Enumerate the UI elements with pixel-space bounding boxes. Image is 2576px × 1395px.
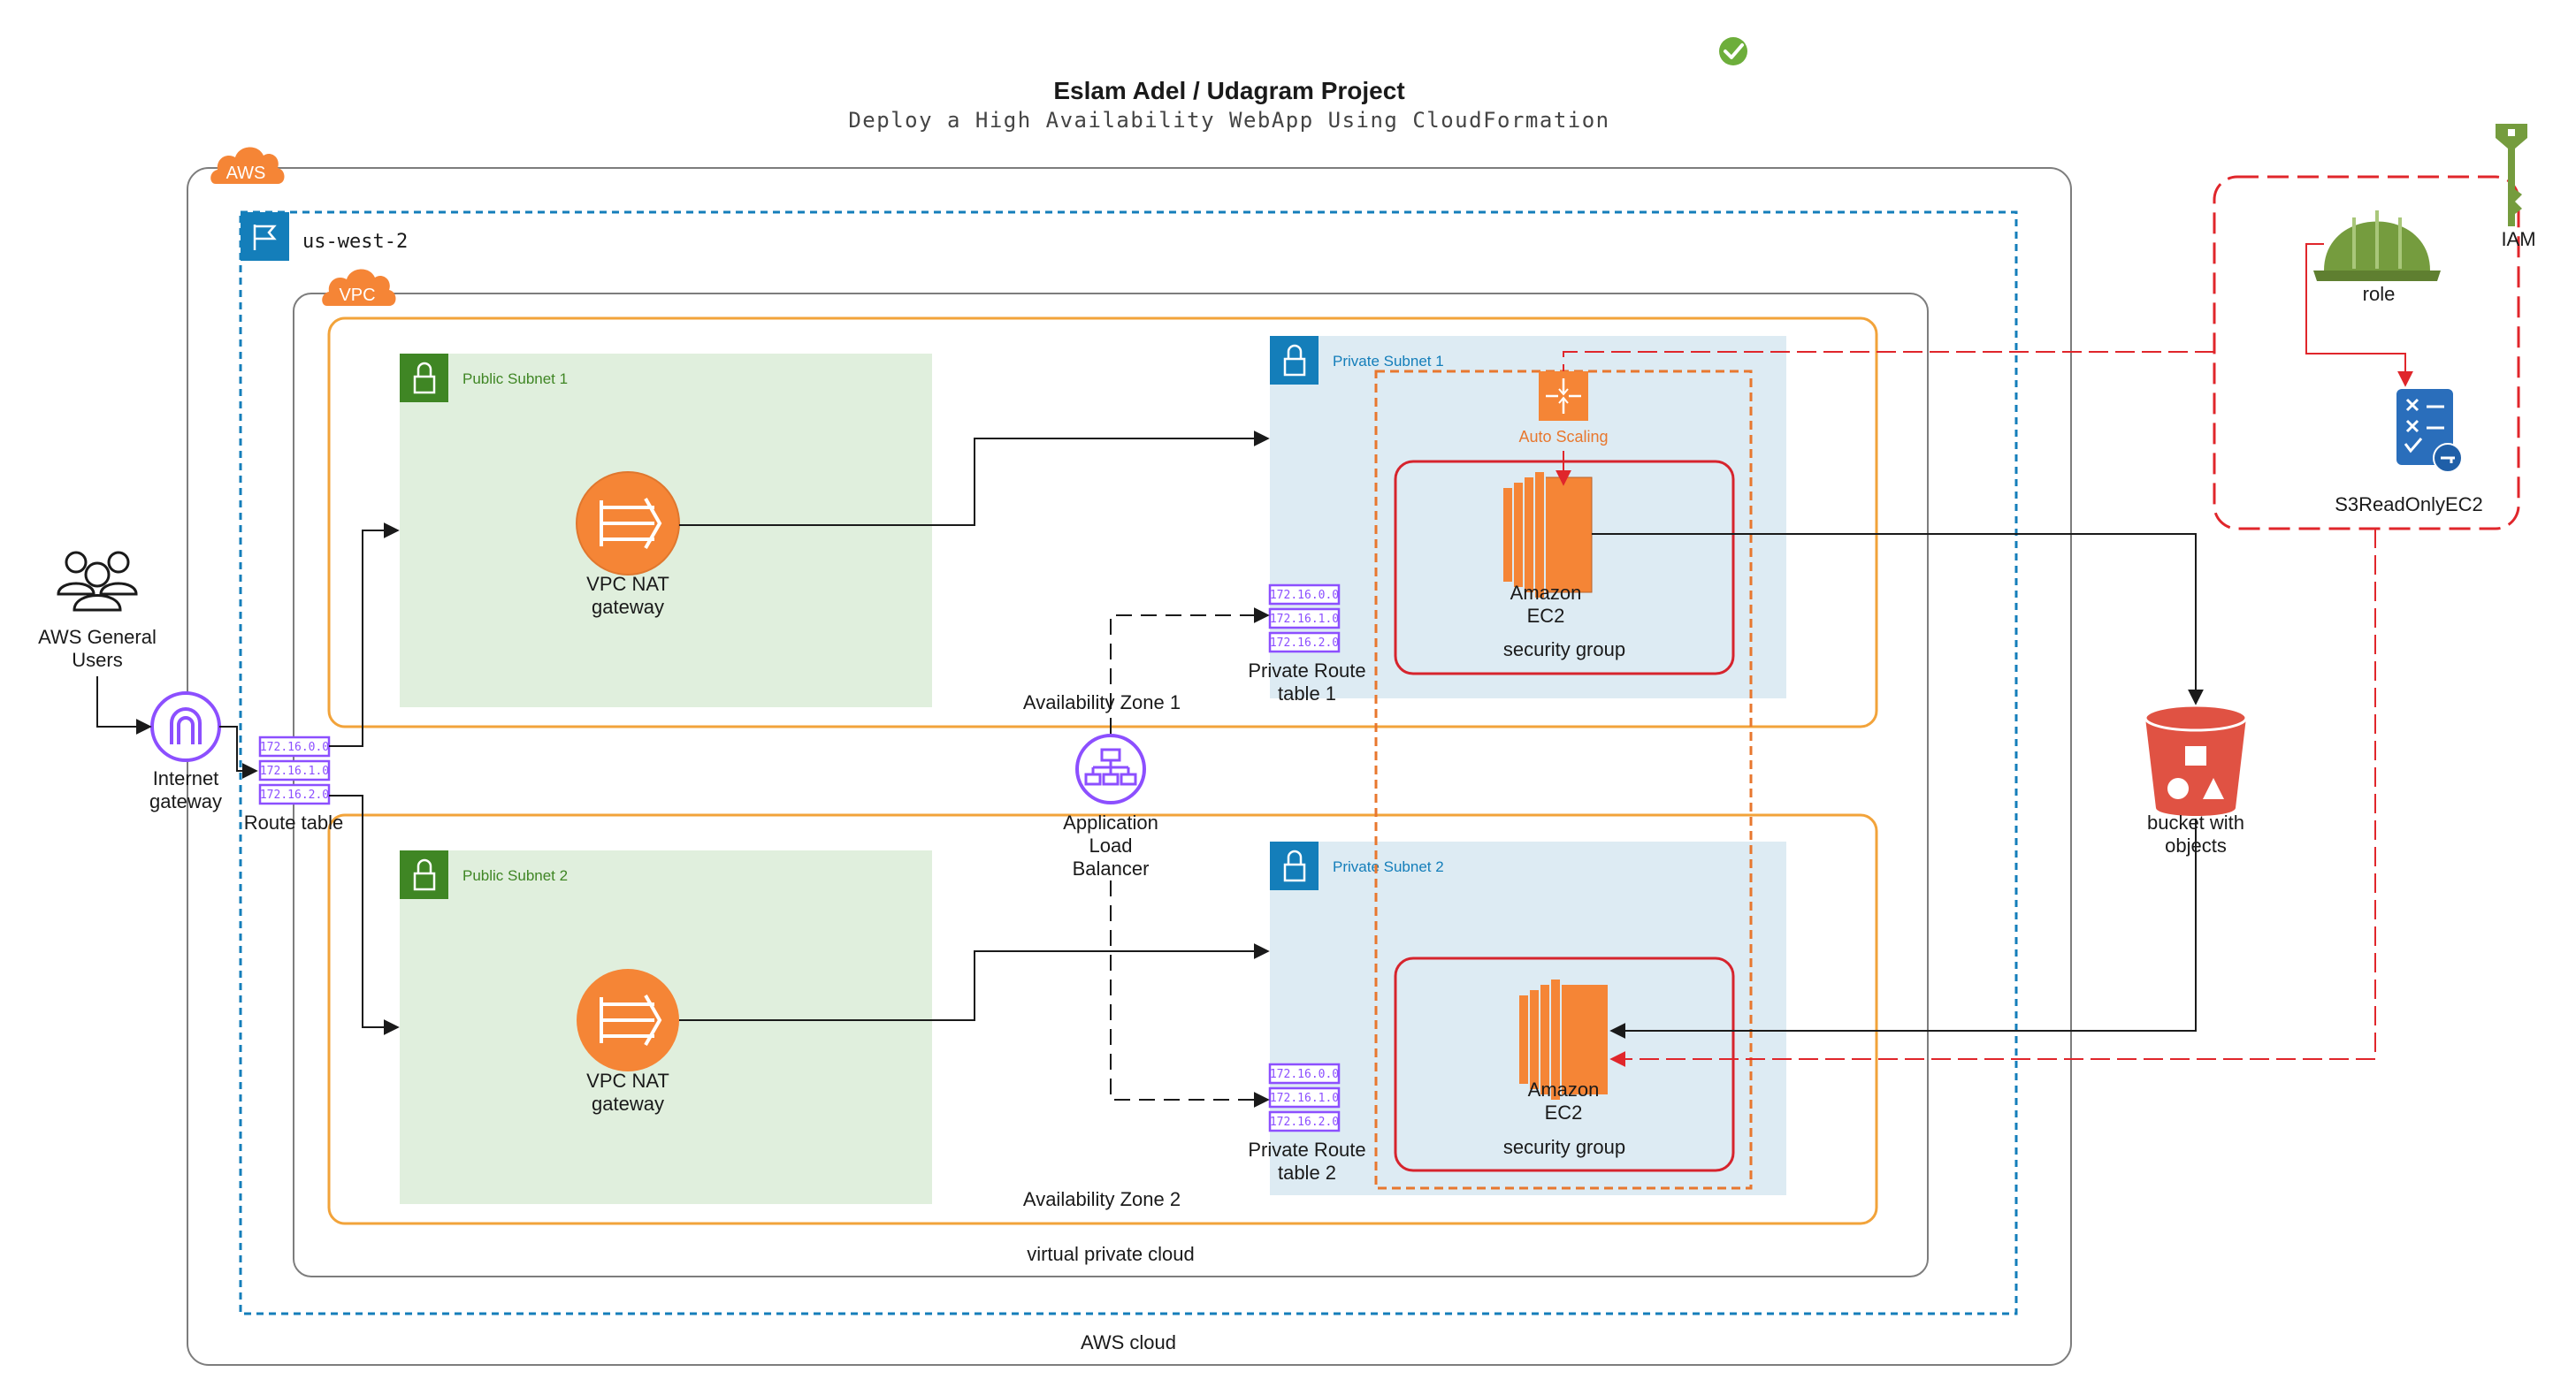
load-balancer-icon: [1075, 734, 1146, 804]
route-entry-box: [1268, 631, 1341, 653]
edge-iam-autoscaling: [1563, 351, 2214, 371]
vpc-badge: VPC: [322, 269, 396, 306]
route-table-icon: 172.16.0.0 172.16.1.0 172.16.2.0: [1268, 583, 1341, 653]
region-label: us-west-2: [302, 231, 408, 253]
edge-alb-privatert1: [1110, 607, 1270, 734]
igw-label-line1: Internet: [153, 767, 219, 789]
auto-scaling-icon: [1539, 371, 1588, 421]
route-entry-box: [258, 783, 331, 805]
edge-igw-routetable: [219, 726, 258, 779]
route-table-icon: 172.16.0.0 172.16.1.0 172.16.2.0: [258, 736, 331, 805]
security-group-2-label: security group: [1503, 1136, 1625, 1158]
az2-label: Availability Zone 2: [1023, 1188, 1181, 1210]
svg-text:VPC: VPC: [339, 286, 375, 305]
page-subtitle: Deploy a High Availability WebApp Using …: [848, 108, 1609, 133]
alb-label-line2: Load: [1089, 835, 1133, 857]
alb-label-line3: Balancer: [1073, 858, 1150, 880]
check-icon: [1719, 37, 1747, 65]
security-group-1-label: security group: [1503, 638, 1625, 660]
availability-zone-2: [327, 813, 1878, 1225]
edge-nat1-private1: [679, 431, 1270, 526]
route-entry: 172.16.0.0: [1270, 589, 1339, 602]
page-title: Eslam Adel / Udagram Project: [1053, 77, 1404, 104]
region-flag-icon: [241, 212, 289, 261]
route-entry: 172.16.1.0: [260, 765, 329, 778]
route-entry: 172.16.1.0: [1270, 1092, 1339, 1105]
auto-scaling-label: Auto Scaling: [1518, 428, 1608, 446]
edge-alb-privatert2: [1110, 880, 1270, 1108]
private-rt1-label-line2: table 1: [1278, 682, 1336, 705]
route-entry: 172.16.1.0: [1270, 613, 1339, 626]
private-subnet-1-label: Private Subnet 1: [1333, 353, 1444, 370]
private-subnet-2-label: Private Subnet 2: [1333, 858, 1444, 875]
public-subnet-2-label: Public Subnet 2: [462, 867, 568, 884]
private-rt2-label-line1: Private Route: [1248, 1139, 1365, 1161]
role-label: role: [2363, 283, 2396, 305]
iam-role-icon: [2313, 210, 2441, 281]
igw-label-line2: gateway: [149, 790, 222, 812]
edge-users-igw: [96, 676, 152, 735]
ec2-2-label-line2: EC2: [1545, 1102, 1583, 1124]
policy-label: S3ReadOnlyEC2: [2335, 493, 2483, 515]
route-entry-box: [1268, 1063, 1341, 1085]
nat2-label-line1: VPC NAT: [586, 1070, 669, 1092]
edge-rt-public1: [329, 522, 400, 747]
aws-cloud-container: [187, 167, 2072, 1366]
nat1-label-line2: gateway: [592, 596, 664, 618]
edge-ec2-1-s3: [1592, 533, 2204, 705]
nat2-label-line2: gateway: [592, 1093, 664, 1115]
iam-key-icon: [2496, 124, 2527, 226]
nat-gateway-icon: [577, 969, 679, 1071]
lock-icon: [1270, 336, 1319, 385]
nat-gateway-icon: [576, 471, 680, 576]
route-entry: 172.16.2.0: [1270, 1116, 1339, 1129]
route-entry-box: [1268, 1086, 1341, 1109]
lock-icon: [1270, 842, 1319, 890]
edge-rt-public2: [329, 795, 400, 1035]
s3-bucket-icon: [2144, 704, 2248, 816]
iam-policy-icon: [2396, 389, 2463, 473]
users-label-line2: Users: [72, 649, 122, 671]
route-entry-box: [1268, 607, 1341, 629]
ec2-icon: [1503, 472, 1593, 598]
lock-icon: [400, 850, 448, 899]
alb-label-line1: Application: [1063, 812, 1158, 834]
route-entry-box: [258, 759, 331, 781]
iam-label: IAM: [2501, 228, 2535, 250]
svg-text:AWS: AWS: [226, 164, 266, 183]
region-container: [239, 210, 2018, 1315]
users-icon: [57, 551, 138, 612]
security-group-2: [1394, 957, 1735, 1172]
private-rt2-label-line2: table 2: [1278, 1162, 1336, 1184]
aws-cloud-badge: AWS: [210, 147, 285, 184]
aws-cloud-label: AWS cloud: [1081, 1331, 1176, 1353]
ec2-2-label-line1: Amazon: [1528, 1079, 1600, 1101]
lock-icon: [400, 354, 448, 402]
ec2-1-label-line1: Amazon: [1510, 582, 1582, 604]
nat1-label-line1: VPC NAT: [586, 573, 669, 595]
az1-label: Availability Zone 1: [1023, 691, 1181, 713]
route-entry: 172.16.2.0: [260, 789, 329, 802]
ec2-1-label-line2: EC2: [1527, 605, 1565, 627]
ec2-icon: [1519, 980, 1608, 1100]
public-subnet-1-label: Public Subnet 1: [462, 370, 568, 387]
edge-nat2-private2: [679, 943, 1270, 1021]
route-table-icon: 172.16.0.0 172.16.1.0 172.16.2.0: [1268, 1063, 1341, 1132]
route-entry-box: [1268, 583, 1341, 606]
availability-zone-1: [327, 316, 1878, 728]
private-rt1-label-line1: Private Route: [1248, 659, 1365, 682]
vpc-label: virtual private cloud: [1027, 1243, 1195, 1265]
route-entry-box: [1268, 1110, 1341, 1132]
users-label-line1: AWS General: [38, 626, 157, 648]
edge-role-policy: [2305, 243, 2413, 387]
edge-s3-ec2-2: [1609, 819, 2197, 1039]
route-entry: 172.16.0.0: [1270, 1068, 1339, 1081]
edge-iam-ec2-2: [1609, 529, 2376, 1067]
route-table-label: Route table: [244, 812, 344, 834]
route-entry: 172.16.0.0: [260, 741, 329, 754]
connectors: [96, 243, 2413, 1108]
route-entry: 172.16.2.0: [1270, 637, 1339, 650]
internet-gateway-icon: [150, 691, 221, 762]
